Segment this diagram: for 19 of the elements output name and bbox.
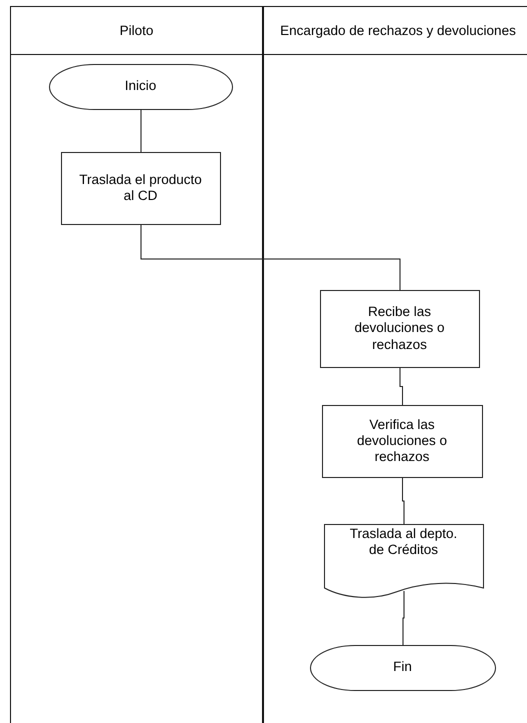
step-label: Traslada al depto. de Créditos [348,526,458,558]
step-label: Verifica las devoluciones o rechazos [356,416,448,466]
step-label: Inicio [124,78,156,95]
connector-line [140,110,142,152]
process-box [322,404,482,478]
connector-line [402,478,404,524]
process-box [60,152,220,224]
swimlane [10,6,263,723]
connector-line [402,590,404,646]
swimlane [263,6,527,723]
step-label: Traslada el producto al CD [78,172,203,204]
connector-line [140,224,400,290]
step-label: Recibe las devoluciones o rechazos [353,304,446,353]
lane-title: Piloto [118,22,154,38]
step-label: Fin [393,659,412,676]
process-box [320,290,480,368]
lane-title: Encargado de rechazos y devoluciones [279,22,517,38]
connector-line [400,368,403,406]
document-shape [324,524,484,600]
